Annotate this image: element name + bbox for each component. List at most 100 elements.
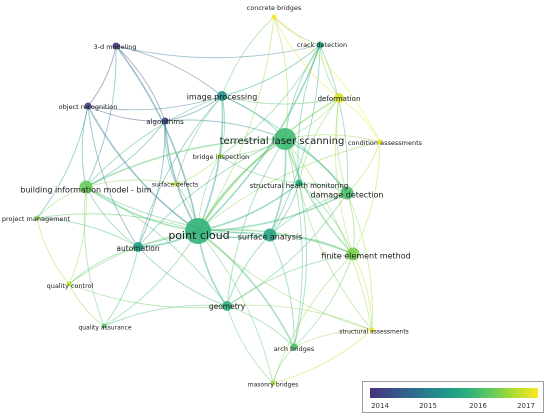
label-deformation: deformation — [318, 95, 361, 103]
node-damage-detection[interactable] — [340, 186, 354, 200]
link-damage-detection-deformation — [336, 97, 348, 194]
node-building-information-model-bim[interactable] — [79, 180, 93, 194]
link-point-cloud-3d-modeling — [115, 45, 199, 232]
link-3d-modeling-object-recognition — [87, 45, 117, 107]
label-arch-bridges: arch bridges — [274, 345, 315, 353]
node-terrestrial-laser-scanning[interactable] — [274, 128, 296, 150]
link-point-cloud-structural-assessments — [197, 230, 373, 331]
link-surface-analysis-damage-detection — [269, 192, 348, 236]
node-surface-analysis[interactable] — [263, 228, 277, 242]
link-geometry-building-information-model-bim — [85, 186, 228, 307]
link-surface-analysis-finite-element-method — [269, 234, 354, 255]
link-point-cloud-quality-assurance — [103, 230, 199, 327]
year-legend: 2014 2015 2016 2017 — [362, 381, 544, 413]
link-deformation-concrete-bridges — [273, 16, 340, 99]
label-surface-analysis: surface analysis — [238, 233, 303, 242]
link-building-information-model-bim-quality-control — [68, 186, 87, 285]
link-crack-detection-bridge-inspection — [219, 44, 321, 157]
link-terrestrial-laser-scanning-finite-element-method — [284, 138, 354, 255]
link-terrestrial-laser-scanning-building-information-model-bim — [85, 138, 286, 188]
node-algorithms[interactable] — [161, 117, 169, 125]
label-condition-assessments: condition assessments — [348, 139, 423, 147]
link-image-processing-crack-detection — [221, 44, 321, 97]
links-layer — [36, 16, 381, 384]
link-automation-quality-control — [68, 246, 139, 285]
link-point-cloud-arch-bridges — [197, 230, 295, 348]
node-automation[interactable] — [133, 242, 143, 252]
node-3d-modeling[interactable] — [112, 42, 120, 50]
link-point-cloud-masonry-bridges — [197, 230, 274, 384]
link-image-processing-deformation — [221, 95, 340, 105]
node-structural-assessments[interactable] — [369, 327, 375, 333]
link-terrestrial-laser-scanning-geometry — [226, 138, 286, 307]
link-project-management-object-recognition — [36, 105, 89, 219]
link-automation-project-management — [36, 217, 139, 248]
nodes-layer — [34, 14, 383, 386]
node-geometry[interactable] — [222, 301, 232, 311]
label-3d-modeling: 3-d modeling — [94, 43, 137, 51]
node-point-cloud[interactable] — [185, 218, 211, 244]
label-bridge-inspection: bridge inspection — [193, 153, 249, 161]
node-concrete-bridges[interactable] — [271, 14, 277, 20]
link-algorithms-surface-defects — [164, 120, 177, 185]
node-bridge-inspection[interactable] — [217, 153, 223, 159]
node-condition-assessments[interactable] — [377, 139, 383, 145]
link-image-processing-surface-defects — [175, 95, 223, 185]
link-automation-object-recognition — [87, 105, 139, 248]
link-point-cloud-object-recognition — [87, 105, 199, 232]
label-building-information-model-bim: building information model - bim — [20, 186, 151, 195]
link-surface-analysis-building-information-model-bim — [85, 186, 271, 236]
link-geometry-quality-control — [68, 283, 228, 309]
link-masonry-bridges-structural-assessments — [272, 329, 373, 384]
link-algorithms-object-recognition — [87, 105, 166, 122]
label-surface-defects: surface defects — [152, 182, 198, 189]
link-arch-bridges-structural-assessments — [293, 329, 373, 348]
link-terrestrial-laser-scanning-automation — [137, 138, 286, 248]
node-deformation[interactable] — [334, 93, 344, 103]
label-damage-detection: damage detection — [311, 191, 384, 200]
link-point-cloud-deformation — [197, 97, 340, 232]
node-crack-detection[interactable] — [316, 41, 324, 49]
link-point-cloud-condition-assessments — [197, 141, 381, 232]
legend-tick-2016: 2016 — [469, 402, 487, 410]
link-terrestrial-laser-scanning-concrete-bridges — [273, 16, 289, 140]
year-color-scale — [370, 388, 538, 398]
link-image-processing-algorithms — [164, 95, 223, 122]
node-structural-health-monitoring[interactable] — [295, 179, 303, 187]
link-algorithms-3d-modeling — [115, 45, 166, 122]
node-project-management[interactable] — [34, 215, 40, 221]
link-automation-quality-assurance — [103, 246, 139, 327]
link-point-cloud-finite-element-method — [197, 228, 354, 255]
label-image-processing: image processing — [187, 93, 258, 102]
node-quality-assurance[interactable] — [101, 323, 107, 329]
link-deformation-structural-health-monitoring — [298, 97, 340, 184]
node-masonry-bridges[interactable] — [270, 380, 276, 386]
link-geometry-structural-assessments — [226, 304, 373, 331]
link-building-information-model-bim-surface-defects — [85, 179, 177, 188]
link-crack-detection-structural-health-monitoring — [297, 44, 321, 184]
link-building-information-model-bim-algorithms — [85, 120, 166, 188]
link-structural-health-monitoring-structural-assessments — [298, 182, 373, 331]
label-object-recognition: object recognition — [59, 103, 118, 111]
node-finite-element-method[interactable] — [346, 247, 360, 261]
link-damage-detection-crack-detection — [319, 44, 348, 194]
link-terrestrial-laser-scanning-algorithms — [164, 119, 286, 140]
node-image-processing[interactable] — [217, 91, 227, 101]
legend-tick-2014: 2014 — [371, 402, 389, 410]
link-finite-element-method-geometry — [226, 253, 354, 307]
link-quality-control-quality-assurance — [68, 283, 105, 327]
link-terrestrial-laser-scanning-arch-bridges — [284, 138, 303, 348]
link-automation-algorithms — [137, 120, 166, 248]
label-terrestrial-laser-scanning: terrestrial laser scanning — [220, 136, 345, 147]
link-geometry-masonry-bridges — [226, 305, 274, 384]
node-surface-defects[interactable] — [173, 181, 179, 187]
node-arch-bridges[interactable] — [290, 343, 298, 351]
node-object-recognition[interactable] — [84, 102, 92, 110]
link-image-processing-bridge-inspection — [219, 95, 226, 157]
label-structural-health-monitoring: structural health monitoring — [250, 182, 349, 190]
node-quality-control[interactable] — [66, 281, 72, 287]
link-point-cloud-crack-detection — [197, 44, 321, 232]
link-building-information-model-bim-object-recognition — [81, 105, 89, 188]
label-finite-element-method: finite element method — [321, 252, 410, 261]
